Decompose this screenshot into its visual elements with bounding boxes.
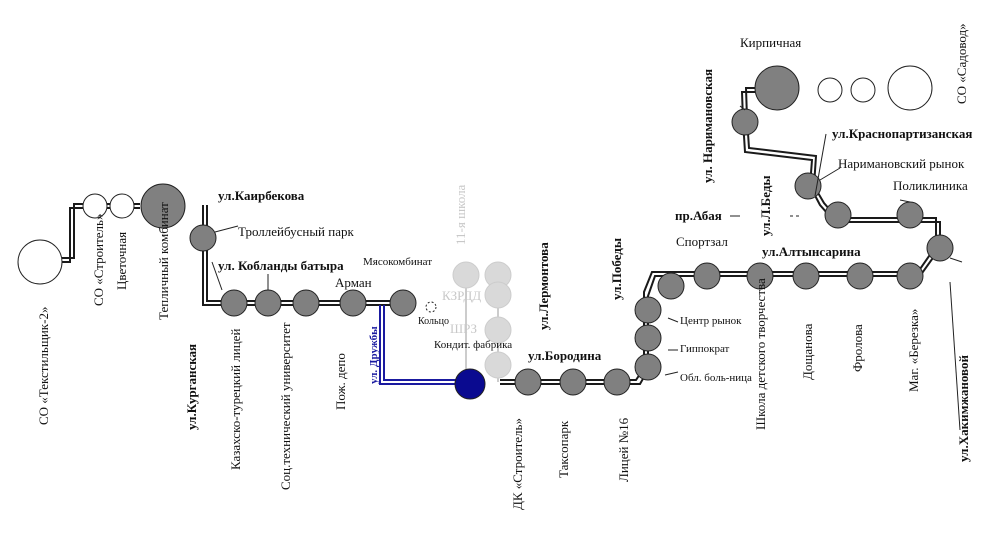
label-kondit: Кондит. фабрика <box>434 339 512 351</box>
label-gippokrat: Гиппократ <box>680 343 730 355</box>
stop-kirpichnaya <box>754 65 800 111</box>
stop-pozh-depo <box>339 289 367 317</box>
stop-obl-bolnica <box>634 353 662 381</box>
stop-k2 <box>817 77 843 103</box>
detour-line <box>379 305 470 385</box>
stop-dk-stroitel <box>514 368 542 396</box>
label-obl-bolnica: Обл. боль-ница <box>680 372 752 384</box>
label-l-bedy: ул.Л.Беды <box>758 175 773 236</box>
stop-berezka <box>896 262 924 290</box>
label-lermontova: ул.Лермонтова <box>536 242 551 330</box>
stop-trolleybus-park <box>189 224 217 252</box>
label-narimanovskaya: ул. Наримановская <box>700 69 715 183</box>
stop-lyceum16 <box>603 368 631 396</box>
label-taksopark: Таксопарк <box>556 420 571 478</box>
stop-poliklinika <box>896 201 924 229</box>
label-pozh-depo: Пож. депо <box>333 353 348 410</box>
label-kairbekova: ул.Каирбекова <box>218 188 305 203</box>
street-labels: ул.Каирбекова ул. Кобланды батыра ул.Кур… <box>184 69 972 462</box>
label-hakimzhanovoy: ул.Хакимжановой <box>956 355 971 462</box>
label-arman: Арман <box>335 275 372 290</box>
label-dk-stroitel: ДК «Строитель» <box>510 418 525 510</box>
label-school11: 11-я школа <box>453 184 468 245</box>
label-lyceum16: Лицей №16 <box>616 417 631 482</box>
stop-hakimzhanovoy <box>926 234 954 262</box>
stop-taksopark <box>559 368 587 396</box>
stop-kondit-gray <box>484 351 512 379</box>
stop-soc-univ <box>292 289 320 317</box>
label-kzrdd: КЗРДД <box>442 288 481 303</box>
stop-doshchanova <box>792 262 820 290</box>
label-frolova: Фролова <box>850 324 865 372</box>
label-school-creativity: Школа детского творчества <box>753 278 768 430</box>
stop-sportzal <box>657 272 685 300</box>
stop-teplichny <box>140 183 186 229</box>
pointer-lines <box>211 105 963 431</box>
stop-kobland <box>254 289 282 317</box>
label-shrz: ШРЗ <box>450 321 477 336</box>
label-myasokombinat: Мясокомбинат <box>363 256 432 268</box>
stop-narimanovskaya <box>731 108 759 136</box>
stop-school-creativity <box>746 262 774 290</box>
stop-myasokombinat <box>389 289 417 317</box>
label-centr-rynok: Центр рынок <box>680 315 742 327</box>
stop-abaya <box>824 201 852 229</box>
label-so-stroitel: СО «Строитель» <box>91 214 106 306</box>
label-doshchanova: Дощанова <box>800 323 815 380</box>
label-tsvetochnaya: Цветочная <box>114 232 129 290</box>
stop-so-stroitel <box>82 193 108 219</box>
label-kirpichnaya: Кирпичная <box>740 35 801 50</box>
label-sadovod: СО «Садовод» <box>954 23 969 104</box>
label-koltso: Кольцо <box>418 316 449 327</box>
label-krasnopartizanskaya: ул.Краснопартизанская <box>832 126 972 141</box>
stop-shrz <box>484 316 512 344</box>
stop-kondit <box>454 368 486 400</box>
label-kobland: ул. Кобланды батыра <box>218 258 344 273</box>
label-altynsarina: ул.Алтынсарина <box>762 244 861 259</box>
label-trolleybus-park: Троллейбусный парк <box>238 224 354 239</box>
stop-frolova <box>846 262 874 290</box>
stop-pobedy <box>693 262 721 290</box>
label-sportzal: Спортзал <box>676 234 728 249</box>
stop-tekstilshik <box>17 239 63 285</box>
stop-tsvetochnaya <box>109 193 135 219</box>
label-druzhby: ул. Дружбы <box>368 326 380 384</box>
stop-gippokrat <box>634 324 662 352</box>
stop-sadovod <box>887 65 933 111</box>
label-berezka: Маг. «Березка» <box>906 309 921 392</box>
stop-school11 <box>452 261 480 289</box>
label-narimanovsky-rynok: Наримановский рынок <box>838 156 965 171</box>
stop-kazakh-lyceum <box>220 289 248 317</box>
label-soc-univ: Соц.технический университет <box>278 322 293 490</box>
stop-k3 <box>850 77 876 103</box>
stop-koltso <box>425 301 437 313</box>
label-teplichny: Тепличный комбинат <box>156 202 171 320</box>
stop-narimanovsky-rynok <box>794 172 822 200</box>
stops <box>17 65 954 400</box>
label-borodina: ул.Бородина <box>528 348 602 363</box>
label-tekstilshik: СО «Текстильщик-2» <box>36 307 51 425</box>
stop-kzrdd <box>484 281 512 309</box>
label-pobedy: ул.Победы <box>609 238 624 300</box>
label-poliklinika: Поликлиника <box>893 178 968 193</box>
label-abaya: пр.Абая <box>675 208 722 223</box>
stop-centr-rynok <box>634 296 662 324</box>
label-kazakh-lyceum: Казахско-турецкий лицей <box>228 329 243 470</box>
label-kurganskaya: ул.Курганская <box>184 344 199 430</box>
stop-labels: СО «Текстильщик-2» СО «Строитель» Цветоч… <box>36 23 969 510</box>
